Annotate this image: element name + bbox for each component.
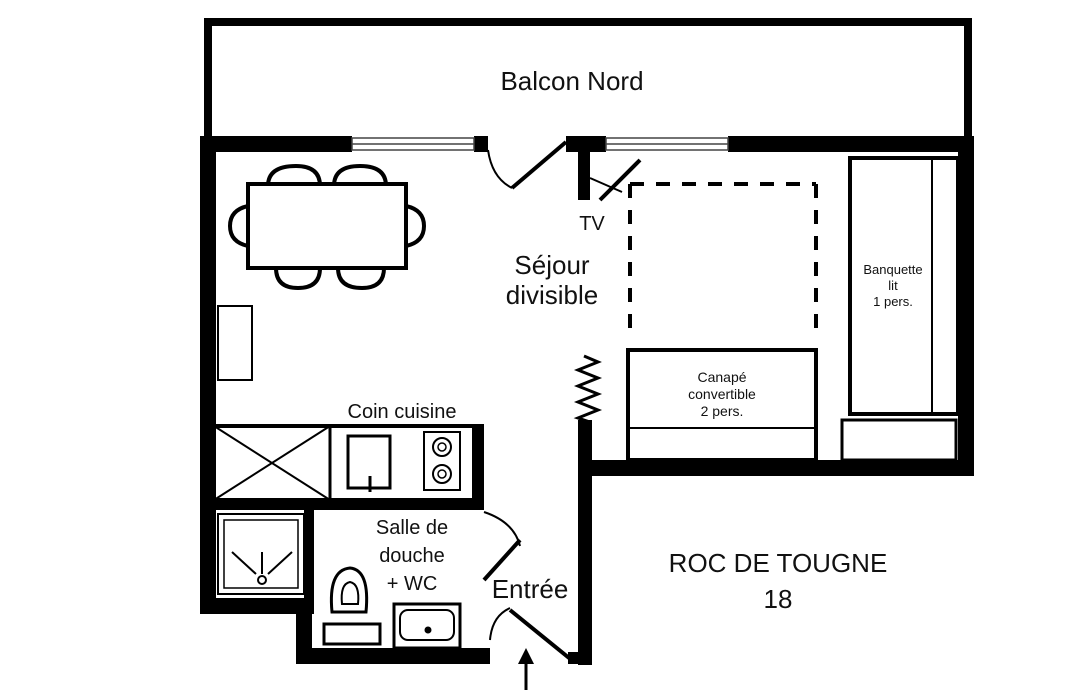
sofa-bed-label-line1: Banquette bbox=[863, 262, 922, 277]
sofa-bed-single bbox=[840, 156, 960, 462]
living-room-label-line2: divisible bbox=[506, 280, 599, 310]
convertible-sofa bbox=[626, 348, 818, 462]
entrance-door bbox=[489, 607, 576, 664]
cabinet bbox=[217, 305, 253, 381]
kitchen bbox=[212, 424, 484, 510]
room-divider bbox=[628, 182, 818, 340]
sofa-bed-label-line2: lit bbox=[888, 278, 898, 293]
residence-name: ROC DE TOUGNE bbox=[669, 548, 888, 578]
windows bbox=[351, 137, 729, 151]
bathroom-door bbox=[482, 511, 522, 582]
shower bbox=[217, 513, 305, 595]
sink bbox=[392, 602, 462, 650]
sofa-label-line2: convertible bbox=[688, 386, 756, 402]
entrance-arrow-icon bbox=[518, 648, 534, 690]
entrance-label: Entrée bbox=[492, 574, 569, 604]
balcony-label: Balcon Nord bbox=[500, 66, 643, 96]
bathroom-walls bbox=[212, 500, 484, 614]
bathroom-label-line2: douche bbox=[379, 545, 445, 567]
accordion-partition bbox=[573, 354, 603, 424]
living-room-label-line1: Séjour bbox=[514, 250, 589, 280]
residence-number: 18 bbox=[764, 584, 793, 614]
dining-table bbox=[227, 163, 427, 291]
balcony-door bbox=[487, 140, 568, 190]
balcony bbox=[204, 18, 972, 138]
outer-walls bbox=[200, 136, 974, 665]
sofa-label-line3: 2 pers. bbox=[701, 403, 744, 419]
bathroom-label-line1: Salle de bbox=[376, 517, 448, 539]
tv-label: TV bbox=[579, 213, 605, 235]
kitchen-label: Coin cuisine bbox=[348, 401, 457, 423]
toilet bbox=[322, 566, 382, 646]
sofa-bed-label-line3: 1 pers. bbox=[873, 294, 913, 309]
tv-partition bbox=[578, 140, 642, 202]
sofa-label-line1: Canapé bbox=[697, 369, 746, 385]
bathroom-label-line3: + WC bbox=[387, 573, 438, 595]
